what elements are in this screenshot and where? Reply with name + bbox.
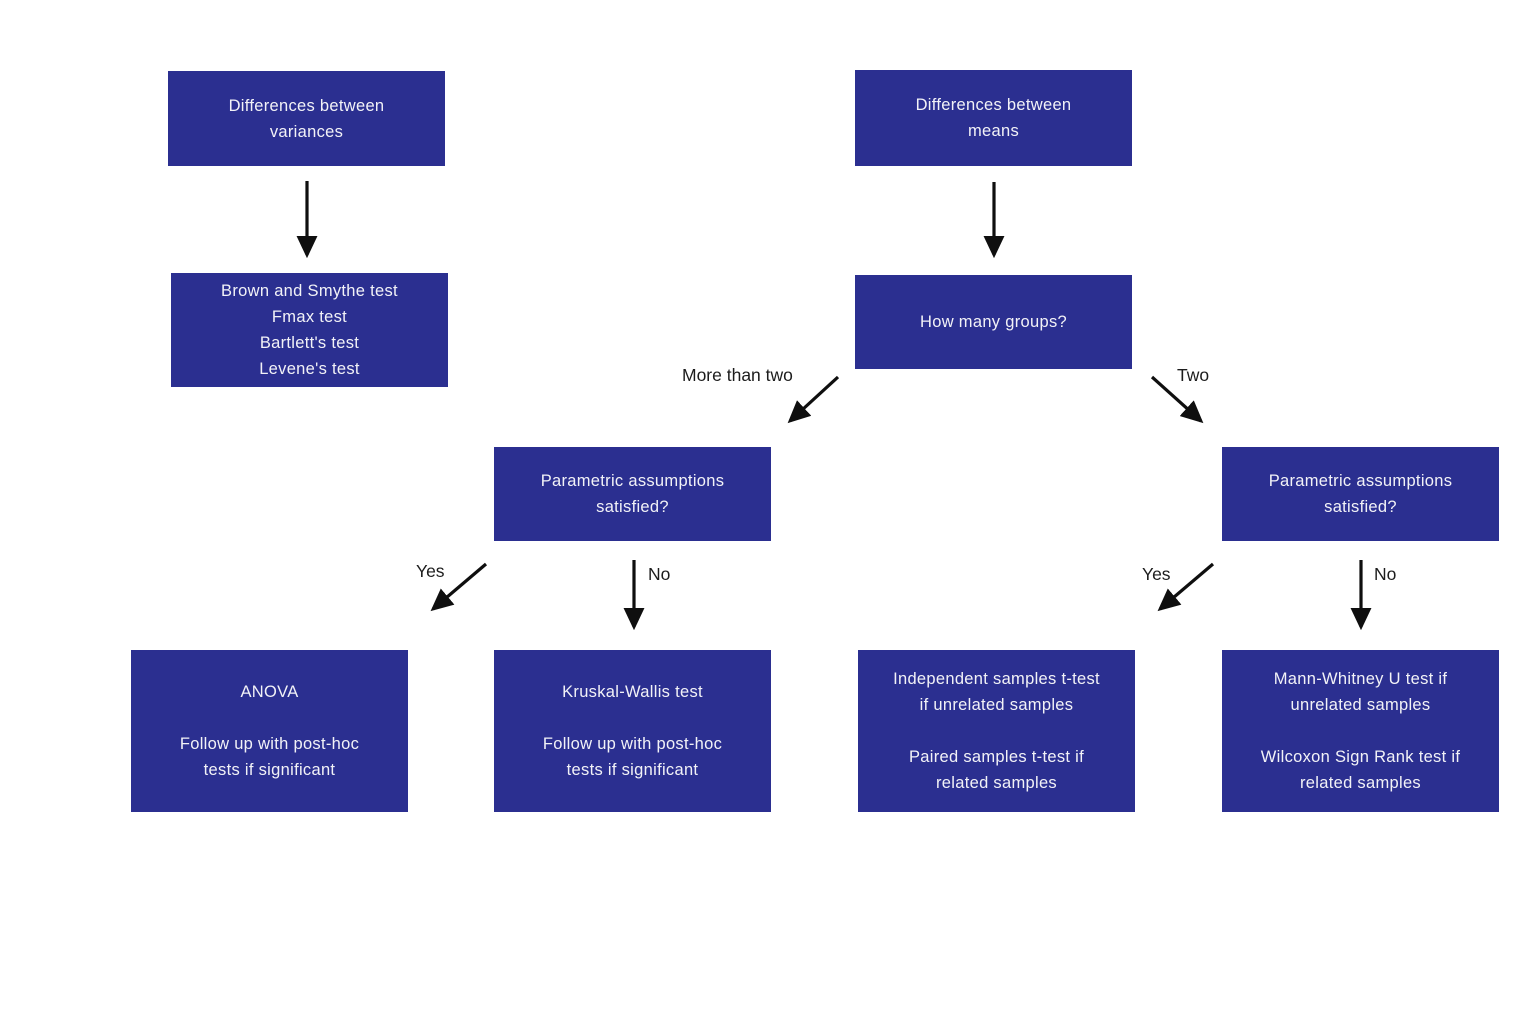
edge-label-no-left: No (648, 564, 671, 584)
box-line: Fmax test (271, 308, 348, 326)
box-line: satisfied? (596, 498, 669, 516)
box-line: variances (269, 122, 344, 141)
box-parametric-assumptions-right: Parametric assumptions satisfied? (1222, 447, 1499, 541)
box-line: How many groups? (920, 313, 1067, 331)
edge-label-yes-right: Yes (1142, 564, 1171, 584)
box-line: if unrelated samples (919, 696, 1074, 714)
box-parametric-assumptions-left: Parametric assumptions satisfied? (494, 447, 771, 541)
box-two-group-parametric-tests: Independent samples t-test if unrelated s… (858, 650, 1135, 812)
edge-label-more-than-two: More than two (682, 365, 793, 385)
box-differences-between-variances: Differences between variances (168, 71, 445, 166)
box-line: Differences between (915, 96, 1072, 114)
box-line: Parametric assumptions (1268, 472, 1453, 490)
box-how-many-groups: How many groups? (855, 275, 1132, 369)
box-line: Levene's test (259, 360, 360, 378)
box-line: Wilcoxon Sign Rank test if (1260, 748, 1461, 766)
box-line: Follow up with post-hoc (179, 735, 360, 753)
box-line: satisfied? (1324, 498, 1397, 516)
edge-label-yes-left: Yes (416, 561, 445, 581)
arrow-more-than-two (787, 375, 840, 424)
box-line: Follow up with post-hoc (542, 735, 723, 753)
box-line: tests if significant (566, 761, 699, 779)
box-line: Independent samples t-test (893, 670, 1100, 688)
box-line: Mann-Whitney U test if (1273, 670, 1448, 688)
box-line: ANOVA (240, 683, 299, 701)
box-line: Brown and Smythe test (221, 282, 398, 300)
box-line: related samples (1300, 774, 1421, 792)
box-line: tests if significant (203, 761, 336, 779)
edge-label-no-right: No (1374, 564, 1397, 584)
box-differences-between-means: Differences between means (855, 70, 1132, 166)
box-line: means (967, 122, 1020, 140)
box-line: Parametric assumptions (540, 472, 725, 490)
box-line: unrelated samples (1290, 696, 1431, 714)
box-line: Bartlett's test (259, 334, 360, 352)
box-line: Differences between (228, 96, 385, 115)
box-line: related samples (936, 774, 1057, 792)
edge-label-two: Two (1177, 365, 1210, 385)
box-line: Kruskal-Wallis test (562, 683, 703, 701)
box-line: Paired samples t-test if (908, 748, 1084, 766)
box-anova: ANOVA Follow up with post-hoc tests if sig… (131, 650, 408, 812)
